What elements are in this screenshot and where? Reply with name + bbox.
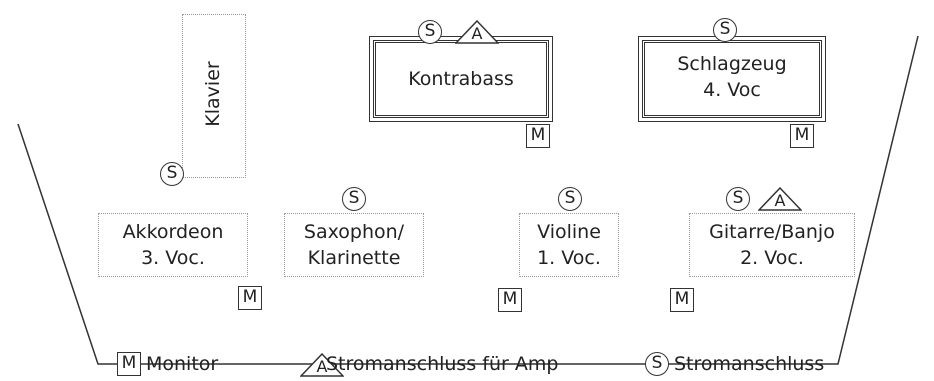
amp-triangle-icon	[757, 186, 803, 211]
legend-monitor-label: Monitor	[146, 353, 219, 375]
amp-triangle-icon	[454, 19, 500, 44]
saxophon-label-1: Saxophon/	[303, 221, 405, 243]
akkordeon-label-1: Akkordeon	[122, 221, 224, 243]
legend-power-label: Stromanschluss	[674, 353, 825, 375]
monitor-symbol: M	[238, 286, 262, 310]
violine-label-2: 1. Voc.	[537, 247, 601, 269]
monitor-symbol: M	[790, 124, 814, 148]
schlagzeug-box	[638, 36, 826, 122]
gitarre-label-1: Gitarre/Banjo	[709, 221, 835, 243]
power-symbol: S	[558, 187, 582, 211]
power-symbol: S	[713, 18, 737, 42]
kontrabass-label: Kontrabass	[408, 68, 514, 90]
saxophon-box	[284, 213, 424, 277]
power-symbol: S	[726, 187, 750, 211]
amp-letter: A	[316, 357, 328, 376]
power-symbol: S	[160, 162, 184, 186]
legend-power-symbol: S	[645, 352, 669, 376]
violine-label-1: Violine	[537, 221, 601, 243]
schlagzeug-label-1: Schlagzeug	[677, 53, 787, 75]
amp-symbol: A	[454, 19, 500, 44]
schlagzeug-label-2: 4. Voc	[703, 79, 761, 101]
amp-triangle-icon	[299, 352, 345, 377]
legend-amp-symbol: A	[299, 352, 345, 377]
monitor-symbol: M	[526, 124, 550, 148]
monitor-symbol: M	[670, 288, 694, 312]
klavier-label: Klavier	[202, 61, 224, 127]
klavier-box	[182, 14, 246, 178]
legend-monitor-symbol: M	[117, 352, 141, 376]
violine-box	[519, 213, 619, 277]
saxophon-label-2: Klarinette	[307, 247, 401, 269]
amp-letter: A	[471, 24, 483, 43]
gitarre-box	[689, 213, 855, 277]
power-symbol: S	[418, 20, 442, 44]
legend-amp-label: Stromanschluss für Amp	[326, 353, 559, 375]
amp-letter: A	[774, 191, 786, 210]
akkordeon-box	[98, 213, 248, 277]
power-symbol: S	[342, 187, 366, 211]
amp-symbol: A	[757, 186, 803, 211]
gitarre-label-2: 2. Voc.	[740, 247, 804, 269]
akkordeon-label-2: 3. Voc.	[141, 247, 205, 269]
monitor-symbol: M	[498, 288, 522, 312]
